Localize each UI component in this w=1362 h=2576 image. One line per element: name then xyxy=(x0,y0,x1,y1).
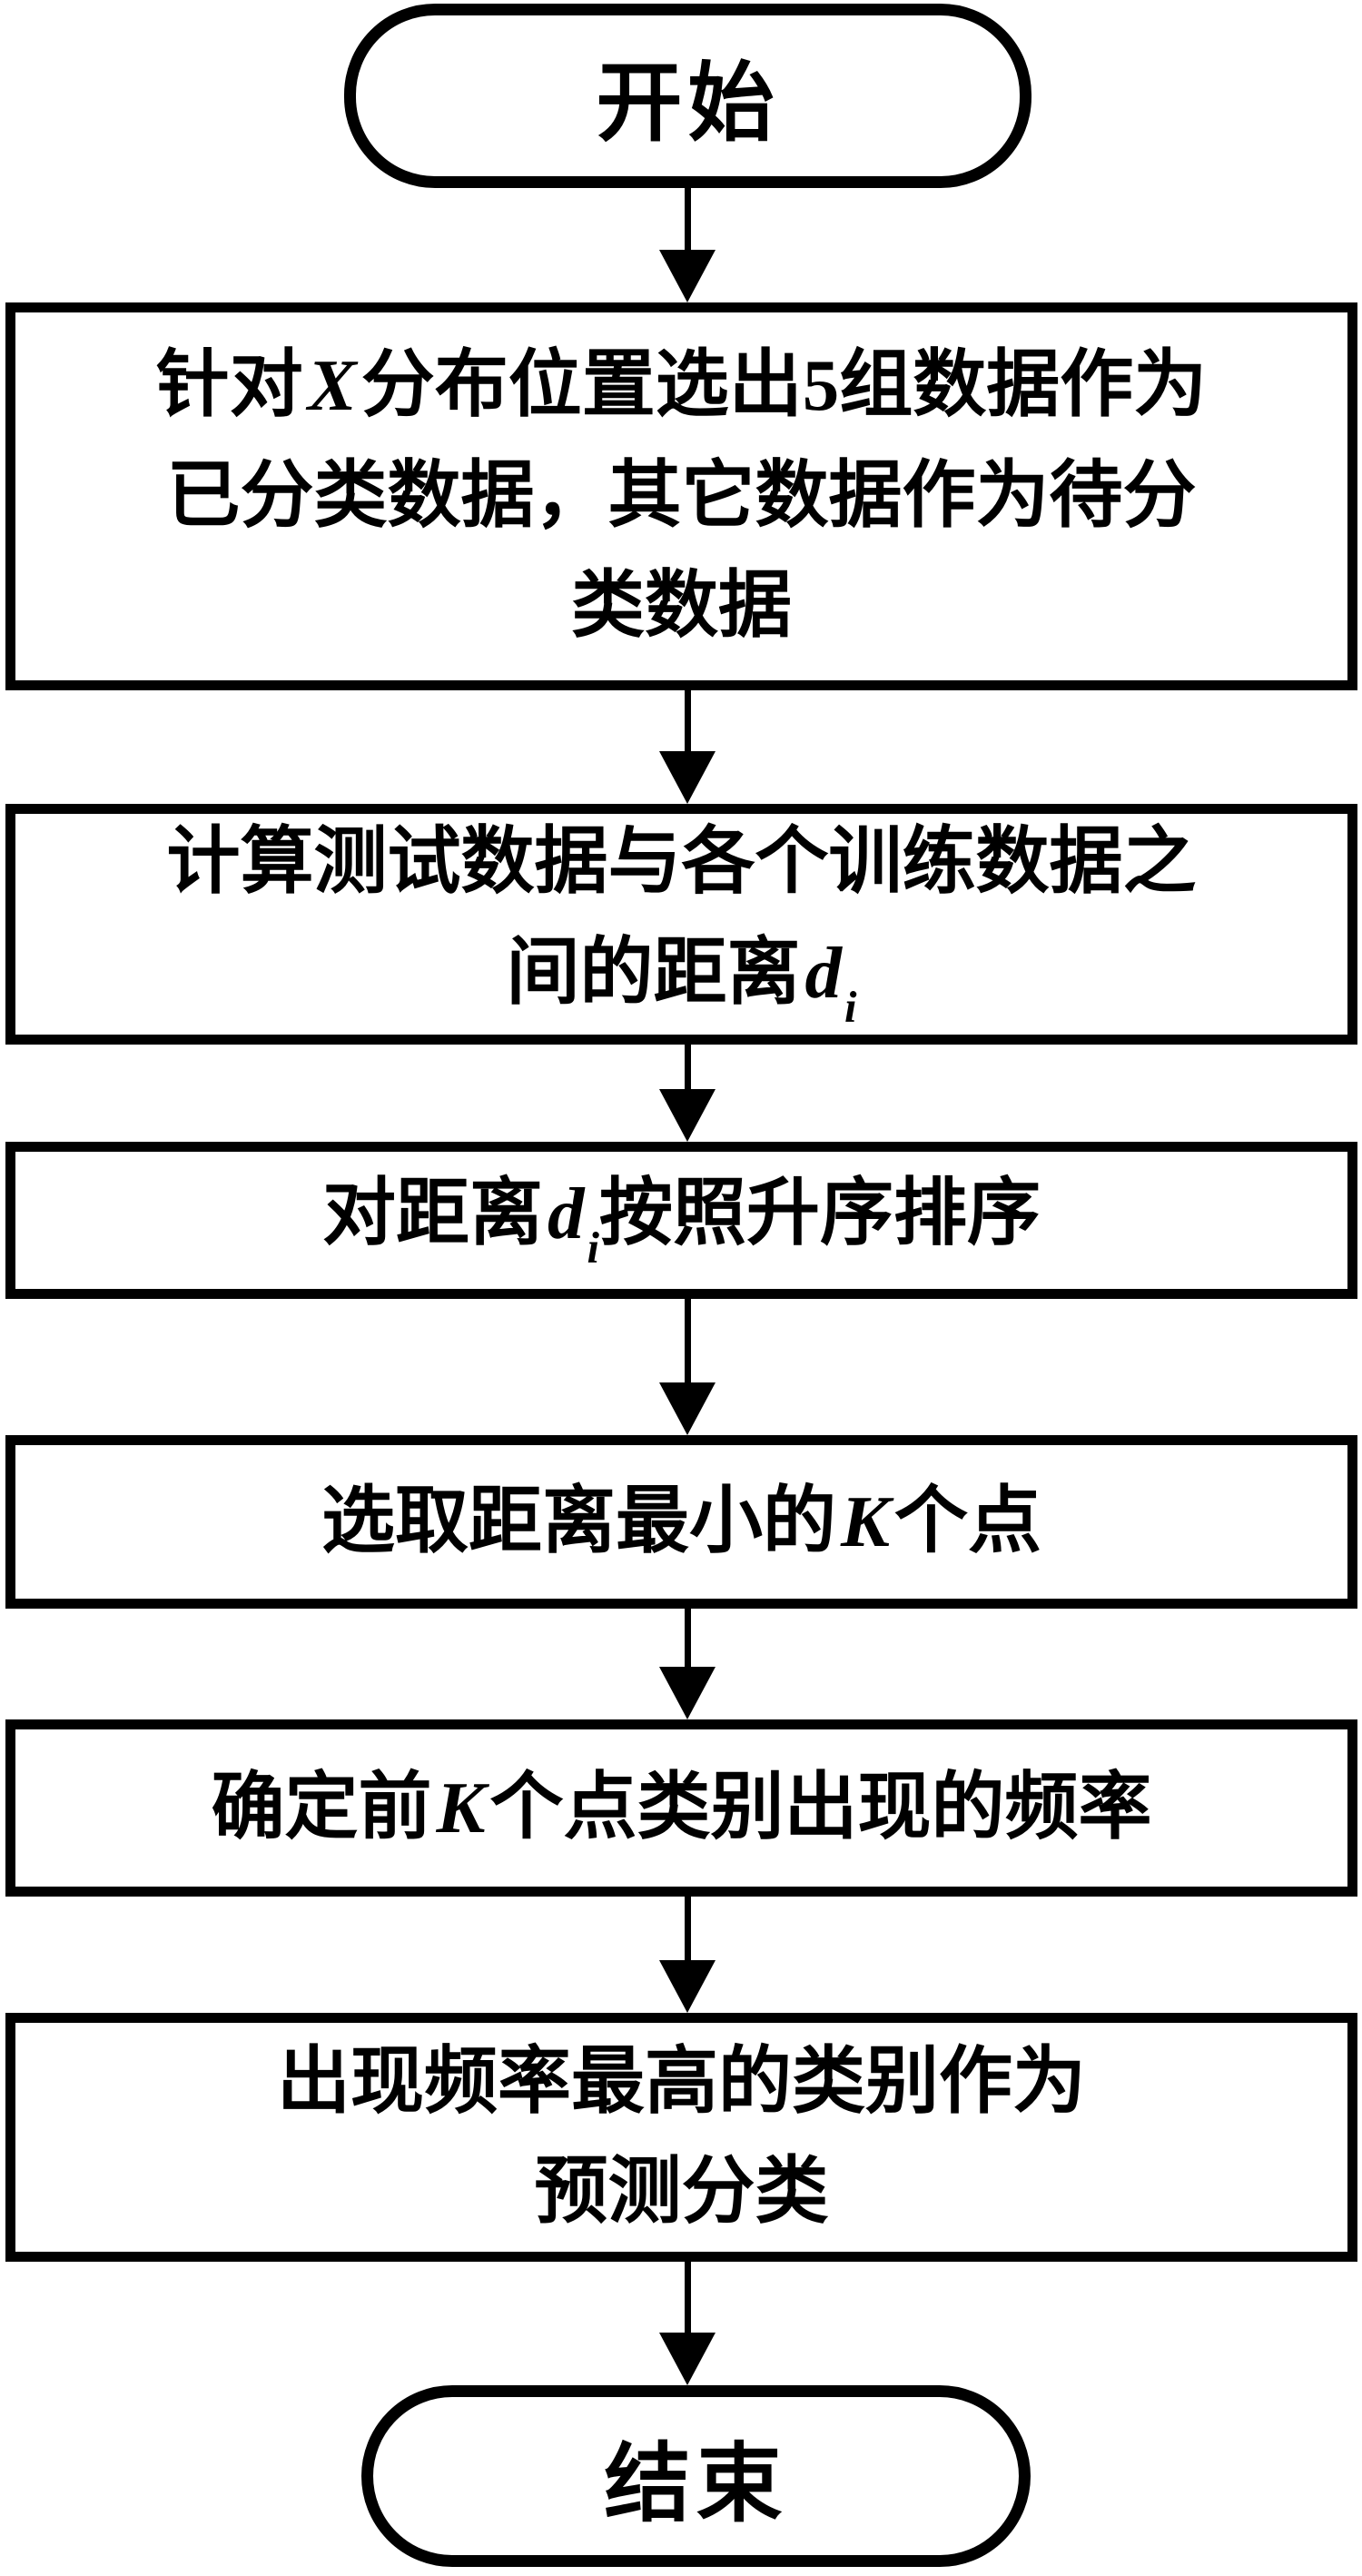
flow-arrow-1 xyxy=(659,186,716,302)
process-step-class-frequency: 确定前K个点类别出现的频率 xyxy=(5,1719,1357,1897)
step1-line1: 针对X分布位置选出5组数据作为 xyxy=(156,331,1208,441)
step2-line2-pre: 间的距离 xyxy=(506,931,801,1014)
step3-line: 对距离di按照升序排序 xyxy=(322,1159,1041,1282)
step2-line2: 间的距离di xyxy=(506,918,856,1041)
step5-post: 个点类别出现的频率 xyxy=(489,1766,1152,1848)
step2-variable-d: d xyxy=(804,931,843,1014)
step6-line2-text: 预测分类 xyxy=(534,2151,829,2233)
arrow-stem xyxy=(684,690,691,751)
step4-pre: 选取距离最小的 xyxy=(321,1480,836,1562)
step1-line2-text: 已分类数据，其它数据作为待分 xyxy=(166,454,1197,537)
arrow-stem xyxy=(684,1045,691,1089)
arrow-stem xyxy=(684,1299,691,1382)
step3-subscript-i: i xyxy=(587,1223,599,1273)
step6-line1: 出现频率最高的类别作为 xyxy=(277,2027,1086,2138)
step3-post: 按照升序排序 xyxy=(599,1173,1041,1255)
step3-pre: 对距离 xyxy=(321,1173,543,1255)
arrow-head-icon xyxy=(659,1667,716,1719)
step2-subscript-i: i xyxy=(844,982,857,1032)
arrow-head-icon xyxy=(659,250,716,302)
start-node: 开始 xyxy=(344,4,1031,188)
process-step-compute-distance: 计算测试数据与各个训练数据之 间的距离di xyxy=(5,804,1357,1045)
flow-arrow-2 xyxy=(659,690,716,804)
step5-variable-k: K xyxy=(436,1766,486,1848)
arrow-stem xyxy=(684,1609,691,1667)
step4-post: 个点 xyxy=(894,1480,1042,1562)
step5-pre: 确定前 xyxy=(211,1766,432,1848)
arrow-head-icon xyxy=(659,751,716,804)
step6-line2: 预测分类 xyxy=(534,2137,828,2248)
end-node: 结束 xyxy=(361,2385,1031,2567)
arrow-head-icon xyxy=(659,1382,716,1435)
end-label: 结束 xyxy=(604,2435,788,2532)
step4-variable-k: K xyxy=(840,1480,891,1562)
step2-line1-text: 计算测试数据与各个训练数据之 xyxy=(166,821,1197,904)
arrow-stem xyxy=(684,2262,691,2333)
process-step-sort-distance: 对距离di按照升序排序 xyxy=(5,1142,1357,1299)
step1-line2: 已分类数据，其它数据作为待分 xyxy=(166,441,1196,552)
flow-arrow-6 xyxy=(659,1897,716,2013)
step5-line: 确定前K个点类别出现的频率 xyxy=(211,1753,1151,1864)
step1-variable-x: X xyxy=(307,344,357,427)
start-label: 开始 xyxy=(596,55,780,152)
arrow-stem xyxy=(684,186,691,250)
flow-arrow-4 xyxy=(659,1299,716,1435)
process-step-select-data: 针对X分布位置选出5组数据作为 已分类数据，其它数据作为待分 类数据 xyxy=(5,302,1357,690)
flow-arrow-3 xyxy=(659,1045,716,1142)
step1-line1-post: 分布位置选出5组数据作为 xyxy=(360,344,1208,427)
step3-variable-d: d xyxy=(547,1173,585,1255)
arrow-head-icon xyxy=(659,2333,716,2385)
arrow-stem xyxy=(684,1897,691,1960)
step2-line1: 计算测试数据与各个训练数据之 xyxy=(166,807,1196,918)
step1-line3: 类数据 xyxy=(571,551,792,662)
step6-line1-text: 出现频率最高的类别作为 xyxy=(276,2040,1086,2123)
step1-line3-text: 类数据 xyxy=(570,565,792,648)
arrow-head-icon xyxy=(659,1960,716,2013)
step4-line: 选取距离最小的K个点 xyxy=(321,1467,1041,1578)
process-step-select-k-points: 选取距离最小的K个点 xyxy=(5,1435,1357,1609)
arrow-head-icon xyxy=(659,1089,716,1142)
step1-line1-pre: 针对 xyxy=(155,344,303,427)
process-step-predict-class: 出现频率最高的类别作为 预测分类 xyxy=(5,2013,1357,2262)
flow-arrow-7 xyxy=(659,2262,716,2385)
flow-arrow-5 xyxy=(659,1609,716,1719)
